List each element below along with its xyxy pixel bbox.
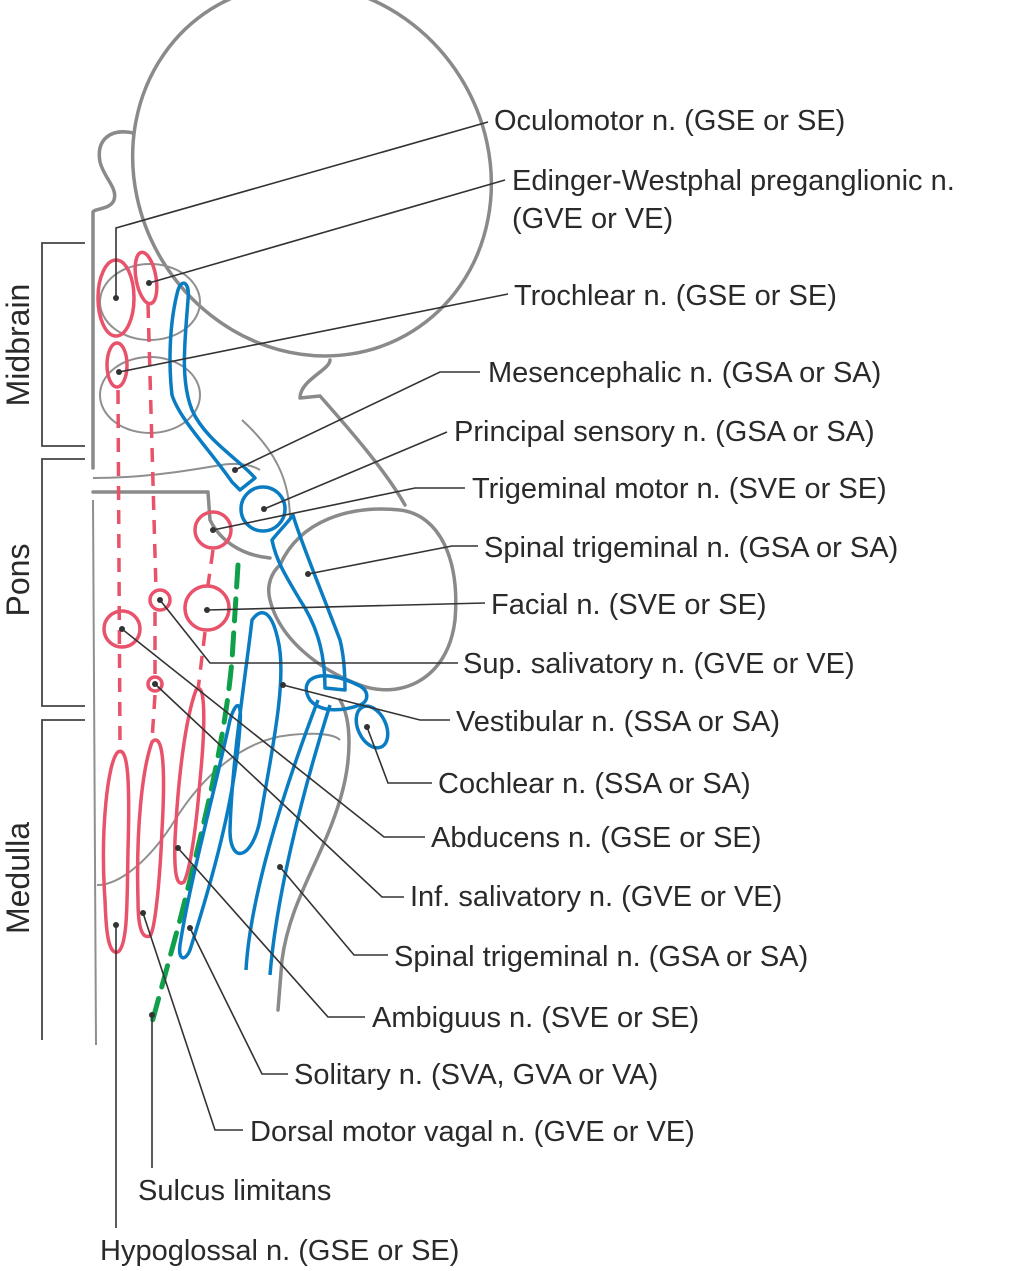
label-trochlear: Trochlear n. (GSE or SE) [514,280,837,312]
label-facial: Facial n. (SVE or SE) [491,589,767,621]
anchor-dorsal-motor-vagal [140,910,146,916]
anchor-hypoglossal [113,922,119,928]
leader-trochlear [118,293,509,373]
sensory-nuclei [168,281,390,976]
spinal-trigeminal-nucleus-upper [270,513,347,692]
leader-ambiguus [177,847,365,1018]
anchor-abducens [119,626,125,632]
medulla-lateral-edge [276,698,351,1012]
anchor-spinal-trigeminal-upper [305,571,311,577]
pons-inner-line [241,419,291,521]
leader-inf-salivatory [154,683,404,898]
anchor-ambiguus [175,845,181,851]
label-inf-salivatory: Inf. salivatory n. (GVE or VE) [410,881,782,913]
abducens-nucleus [102,609,142,649]
inf-salivatory-nucleus [146,675,164,693]
label-solitary: Solitary n. (SVA, GVA or VA) [294,1059,658,1091]
ambiguus-nucleus [173,686,206,885]
anchor-oculomotor [113,295,119,301]
anchor-edinger-westphal [146,280,152,286]
label-edinger-westphal: Edinger-Westphal preganglionic n. [512,165,955,197]
sulcus-limitans-line [147,562,241,1033]
midline [92,499,97,1046]
label-vestibular: Vestibular n. (SSA or SA) [456,706,780,738]
leader-solitary [189,927,288,1075]
motor-nuclei [96,250,233,954]
medulla-inner-line [96,732,341,886]
mesencephalic-nucleus [168,281,257,492]
hypoglossal-nucleus [101,749,131,954]
leader-edinger-westphal [148,179,506,284]
label-spinal-trigeminal-lower: Spinal trigeminal n. (GSA or SA) [394,941,808,973]
label-sulcus-limitans: Sulcus limitans [138,1175,331,1207]
leader-principal-sensory [263,431,448,510]
anchor-sup-salivatory [157,597,163,603]
anchor-trochlear [116,369,122,375]
leader-vestibular [282,684,450,721]
leader-trigeminal-motor [212,487,465,531]
sup-salivatory-nucleus [148,588,172,612]
leader-sup-salivatory [159,599,458,664]
anchor-sulcus-limitans [149,1012,155,1018]
anchor-spinal-trigeminal-lower [277,864,283,870]
region-label-midbrain: Midbrain [0,284,36,407]
region-label-medulla: Medulla [0,822,36,934]
pons-bulge [298,358,407,507]
trigeminal-motor-nucleus [193,510,233,550]
medulla-bracket [41,719,85,1040]
region-brackets: Midbrain Pons Medulla [0,242,85,1040]
anchor-facial [204,607,210,613]
spinal-trigeminal-nucleus-lower [244,699,332,976]
leader-spinal-trigeminal-lower [279,866,388,956]
pons-bracket [41,458,85,707]
leader-spinal-trigeminal-upper [307,545,478,575]
region-label-pons: Pons [0,544,36,617]
trochlear-nucleus [105,341,129,389]
cochlear-nucleus [354,704,390,750]
motor-column-medial-dash [116,389,122,746]
leader-mesencephalic [234,371,480,471]
leader-cochlear [366,726,432,784]
leader-oculomotor [115,121,489,298]
anchor-cochlear [364,724,370,730]
label-sup-salivatory: Sup. salivatory n. (GVE or VE) [463,648,855,680]
midbrain-bracket [41,242,85,447]
anchor-mesencephalic [232,467,238,473]
anchor-inf-salivatory [152,681,158,687]
pineal-outline [91,130,135,470]
label-edinger-westphal-line2: (GVE or VE) [512,203,673,235]
peduncle-outline [267,507,458,692]
anchor-solitary [187,925,193,931]
brainstem-outline [91,0,494,1046]
label-trigeminal-motor: Trigeminal motor n. (SVE or SE) [472,473,887,505]
anchor-trigeminal-motor [210,527,216,533]
tectum-outline [130,0,494,358]
vestibular-medial-column [228,611,283,855]
anchor-vestibular [280,682,286,688]
leader-dorsal-motor-vagal [142,912,243,1131]
edinger-westphal-nucleus [133,250,159,306]
dorsal-motor-vagal-nucleus [135,738,166,939]
label-dorsal-motor-vagal: Dorsal motor vagal n. (GVE or VE) [250,1116,695,1148]
labels: Oculomotor n. (GSE or SE) Edinger-Westph… [100,105,955,1267]
label-ambiguus: Ambiguus n. (SVE or SE) [372,1002,699,1034]
label-spinal-trigeminal-upper: Spinal trigeminal n. (GSA or SA) [484,532,898,564]
facial-nucleus [183,584,231,632]
principal-sensory-nucleus [239,485,287,533]
leader-facial [206,602,486,611]
label-abducens: Abducens n. (GSE or SE) [431,822,761,854]
anchor-principal-sensory [261,506,267,512]
label-mesencephalic: Mesencephalic n. (GSA or SA) [488,357,881,389]
branchial-column-dash [196,549,215,691]
motor-column-middle-dash [146,303,158,741]
leader-lines [113,121,509,1228]
label-hypoglossal: Hypoglossal n. (GSE or SE) [100,1235,459,1267]
label-cochlear: Cochlear n. (SSA or SA) [438,768,751,800]
label-oculomotor: Oculomotor n. (GSE or SE) [494,105,845,137]
label-principal-sensory: Principal sensory n. (GSA or SA) [454,416,875,448]
leader-abducens [121,628,425,838]
